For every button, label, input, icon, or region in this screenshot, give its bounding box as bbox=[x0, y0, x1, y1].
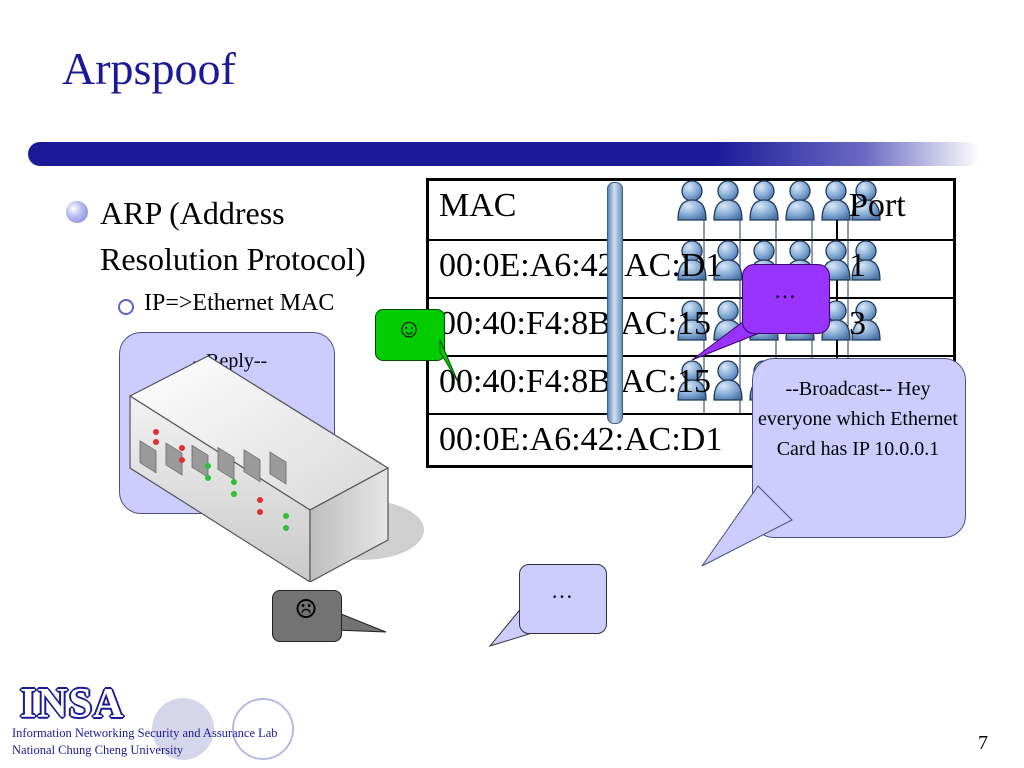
page-number: 7 bbox=[978, 732, 988, 754]
happy-face-icon: ☺ bbox=[395, 314, 423, 343]
insa-logo: INSA bbox=[20, 681, 125, 727]
slide-title: Arpspoof bbox=[62, 43, 236, 94]
network-bus-cylinder bbox=[607, 182, 623, 424]
bullet-dot-icon bbox=[66, 201, 88, 223]
bullet-level2-text: IP=>Ethernet MAC bbox=[144, 290, 335, 316]
title-underline-bar bbox=[28, 142, 980, 166]
header-port: Port bbox=[849, 187, 906, 224]
row-mac: 00:0E:A6:42:AC:D1 bbox=[439, 421, 723, 458]
table-row: 00:0E:A6:42:AC:D1 1 bbox=[429, 239, 953, 297]
row-mac: 00:0E:A6:42:AC:D1 bbox=[439, 247, 723, 284]
row-port: 1 bbox=[849, 247, 866, 284]
bullet-level1-text: ARP (Address Resolution Protocol) bbox=[100, 195, 366, 277]
network-switch-icon bbox=[128, 355, 424, 582]
row-mac: 00:40:F4:8B:AC:15 bbox=[439, 305, 712, 342]
table-row: 00:40:F4:8B:AC:15 3 bbox=[429, 297, 953, 355]
gray-callout bbox=[272, 590, 342, 642]
sad-callout-tail bbox=[335, 611, 387, 633]
logo-circle-outline bbox=[232, 698, 294, 760]
header-mac: MAC bbox=[439, 187, 517, 224]
logo-circle-filled bbox=[152, 698, 214, 760]
purple-callout-text: … bbox=[774, 278, 796, 303]
sad-face-icon: ☹ bbox=[294, 595, 318, 624]
footer-university-name: National Chung Cheng University bbox=[12, 743, 184, 757]
bullet-ring-icon bbox=[118, 299, 134, 315]
row-mac: 00:40:F4:8B:AC:15 bbox=[439, 363, 712, 400]
dots-callout-text: … bbox=[551, 578, 573, 603]
row-port: 3 bbox=[849, 305, 866, 342]
footer-lab-name: Information Networking Security and Assu… bbox=[12, 726, 278, 740]
green-callout bbox=[375, 309, 445, 361]
table-header-row: MAC Port bbox=[429, 181, 953, 239]
broadcast-callout-text: --Broadcast-- Hey everyone which Etherne… bbox=[758, 378, 958, 460]
table-row: 00:0E:A6:42:AC:D1 4 bbox=[429, 413, 953, 471]
